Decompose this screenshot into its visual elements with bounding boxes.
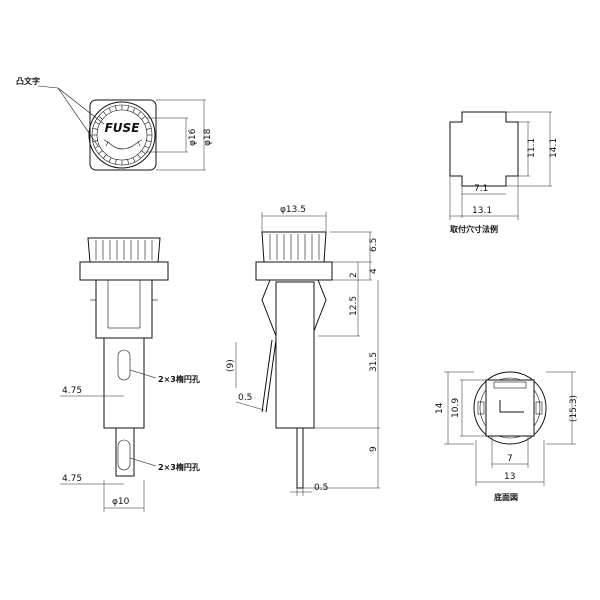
knurl-tick — [115, 105, 117, 111]
dim-h10-9: 10.9 — [451, 398, 461, 418]
knurl-tick — [94, 145, 100, 149]
knurl-tick — [144, 145, 150, 149]
side-view: φ13.5 6.5 4 2 12.5 31.5 9 (9) 0.5 0.5 — [226, 205, 380, 496]
oval-hole-upper — [117, 349, 131, 381]
knurl-tick — [103, 154, 107, 159]
knurl-tick — [127, 105, 129, 111]
hole-label-lower: 2×3楕円孔 — [158, 462, 200, 472]
bottom-outer-circle — [473, 371, 547, 445]
knurl-tick — [141, 116, 146, 120]
knurl-tick — [146, 140, 152, 142]
dim-phi16: φ16 — [188, 128, 198, 146]
dim-h6-5: 6.5 — [369, 238, 379, 252]
dim-phi10: φ10 — [112, 497, 130, 507]
cap-outer-circle — [88, 101, 156, 169]
dim-h14-1: 14.1 — [549, 138, 559, 158]
knurl-tick — [137, 111, 141, 116]
dim-offset-lower: 4.75 — [62, 474, 82, 484]
dim-h14: 14 — [435, 402, 445, 414]
bottom-view: 14 10.9 (15.3) 7 13 底面図 — [435, 371, 579, 502]
knurl-tick — [103, 111, 107, 116]
dim-t0-5-a: 0.5 — [238, 393, 252, 403]
dim-phi18: φ18 — [203, 128, 213, 146]
dim-phi13-5: φ13.5 — [280, 205, 306, 215]
dim-h11-1: 11.1 — [527, 138, 537, 158]
dim-h15-3: (15.3) — [569, 395, 579, 422]
dim-w7-1: 7.1 — [474, 184, 488, 194]
knurl-tick — [146, 128, 152, 130]
left-view: 2×3楕円孔 2×3楕円孔 4.75 4.75 φ10 — [60, 237, 200, 512]
dim-h31-5: 31.5 — [369, 352, 379, 372]
front-view: FUSE 凸文字 φ16 φ18 — [16, 76, 213, 171]
knurl-tick — [108, 107, 112, 113]
dim-offset-upper: 4.75 — [62, 386, 82, 396]
dim-w13: 13 — [504, 472, 515, 482]
knurl-tick — [132, 107, 136, 113]
knurl-tick — [92, 140, 98, 142]
knurl-tick — [94, 121, 100, 125]
dim-w13-1: 13.1 — [472, 206, 492, 216]
bottom-view-caption: 底面図 — [493, 492, 518, 502]
dim-h9: 9 — [369, 446, 379, 452]
knurl-tick — [127, 159, 129, 165]
knurl-tick — [108, 157, 112, 163]
hole-label-upper: 2×3楕円孔 — [158, 374, 200, 384]
oval-hole-lower — [117, 439, 131, 471]
panel-cutout: 11.1 14.1 7.1 13.1 取付穴寸法例 — [449, 111, 559, 234]
knurl-tick — [137, 154, 141, 159]
dim-t0-5-b: 0.5 — [314, 483, 328, 493]
dim-h2: 2 — [349, 272, 359, 278]
dim-h4: 4 — [369, 268, 379, 274]
panel-cutout-caption: 取付穴寸法例 — [450, 224, 498, 234]
emboss-label: 凸文字 — [16, 76, 40, 86]
dim-h9-paren: (9) — [226, 359, 236, 372]
dim-h12-5: 12.5 — [349, 296, 359, 316]
knurl-tick — [132, 157, 136, 163]
dim-w7: 7 — [507, 454, 513, 464]
knurl-tick — [141, 150, 146, 154]
knurl-tick — [98, 150, 103, 154]
knurl-tick — [92, 128, 98, 130]
cap-fuse-text: FUSE — [105, 121, 141, 135]
knurl-tick — [144, 121, 150, 125]
knurl-tick — [115, 159, 117, 165]
knurl-tick — [98, 116, 103, 120]
